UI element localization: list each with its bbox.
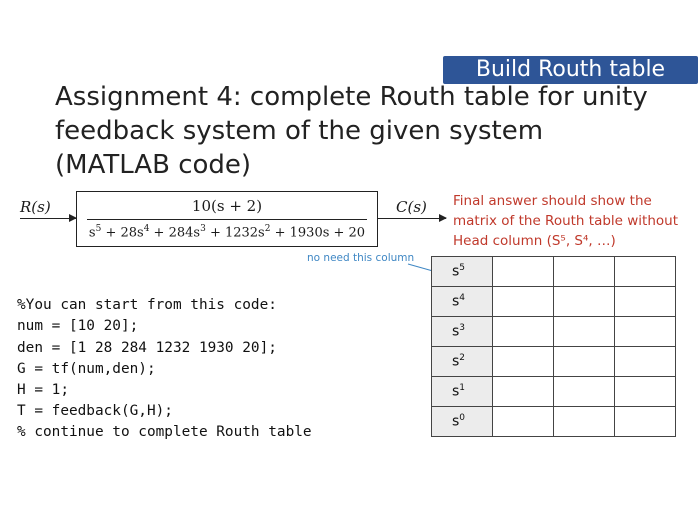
note-line: Final answer should show the	[453, 193, 652, 209]
title-line: feedback system of the given system	[55, 116, 544, 146]
code-line: T = feedback(G,H);	[17, 403, 173, 420]
routh-cell	[614, 376, 676, 407]
title-line: (MATLAB code)	[55, 150, 252, 180]
routh-cell	[614, 406, 676, 437]
code-line: G = tf(num,den);	[17, 360, 156, 377]
routh-cell	[614, 256, 676, 287]
section-badge: Build Routh table	[443, 56, 698, 84]
routh-cell	[553, 376, 615, 407]
routh-cell	[553, 316, 615, 347]
routh-row-head: s5	[431, 256, 493, 287]
instruction-note: Final answer should show the matrix of t…	[453, 191, 698, 251]
routh-cell	[614, 286, 676, 317]
routh-row: s0	[431, 406, 676, 437]
note-line: Head column (S⁵, S⁴, …)	[453, 233, 616, 249]
routh-cell	[492, 346, 554, 377]
denominator: s5 + 28s4 + 284s3 + 1232s2 + 1930s + 20	[88, 224, 366, 241]
routh-cell	[553, 346, 615, 377]
code-line: %You can start from this code:	[17, 297, 277, 314]
routh-cell	[492, 406, 554, 437]
code-line: H = 1;	[17, 382, 69, 399]
routh-cell	[492, 376, 554, 407]
routh-cell	[492, 286, 554, 317]
routh-row-head: s0	[431, 406, 493, 437]
routh-row-head: s2	[431, 346, 493, 377]
routh-row-head: s1	[431, 376, 493, 407]
no-need-column-label: no need this column	[307, 252, 415, 264]
numerator: 10(s + 2)	[191, 197, 263, 215]
output-signal-label: C(s)	[396, 198, 427, 216]
title-line: Assignment 4: complete Routh table for u…	[55, 82, 648, 112]
routh-cell	[553, 406, 615, 437]
output-arrow	[378, 214, 447, 222]
transfer-function-block: 10(s + 2) s5 + 28s4 + 284s3 + 1232s2 + 1…	[76, 191, 378, 247]
routh-cell	[553, 286, 615, 317]
fraction-bar	[87, 219, 367, 220]
routh-row: s4	[431, 286, 676, 317]
routh-row: s2	[431, 346, 676, 377]
routh-cell	[492, 316, 554, 347]
routh-cell	[553, 256, 615, 287]
routh-cell	[492, 256, 554, 287]
note-line: matrix of the Routh table without	[453, 213, 679, 229]
code-line: % continue to complete Routh table	[17, 424, 312, 441]
matlab-code-block: %You can start from this code: num = [10 …	[17, 274, 312, 444]
input-arrow	[20, 214, 77, 222]
routh-row: s1	[431, 376, 676, 407]
routh-row-head: s3	[431, 316, 493, 347]
code-line: den = [1 28 284 1232 1930 20];	[17, 339, 277, 356]
input-signal-label: R(s)	[20, 198, 51, 216]
routh-row-head: s4	[431, 286, 493, 317]
routh-row: s3	[431, 316, 676, 347]
routh-row: s5	[431, 256, 676, 287]
code-line: num = [10 20];	[17, 318, 139, 335]
slide-title: Assignment 4: complete Routh table for u…	[55, 80, 685, 182]
routh-cell	[614, 316, 676, 347]
routh-cell	[614, 346, 676, 377]
